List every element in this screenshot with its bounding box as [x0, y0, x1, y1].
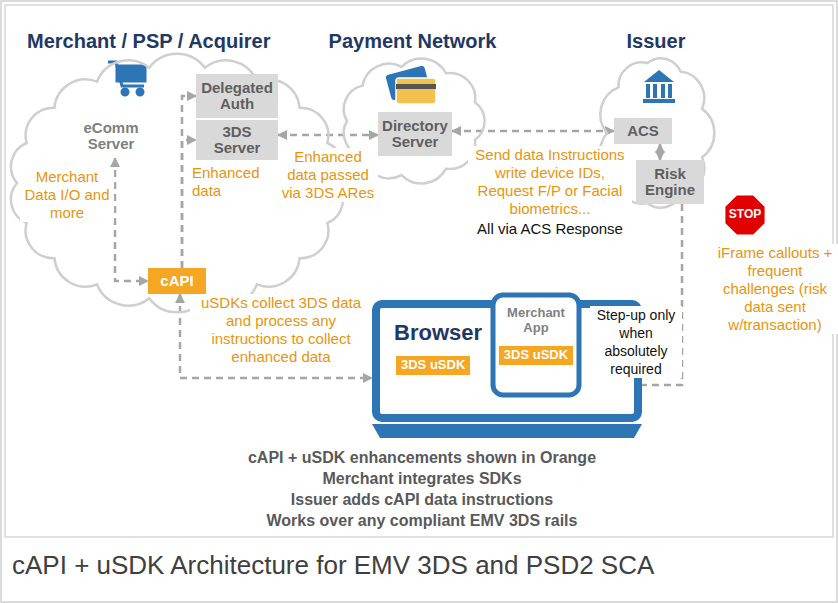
bank-column: [646, 84, 650, 98]
dashed-connector: [452, 130, 614, 133]
dashed-connector: [659, 144, 662, 160]
connector-label: Enhanced data passed via 3DS ARes: [278, 148, 378, 202]
dashed-connector: [115, 158, 148, 281]
bank-icon: [643, 70, 675, 103]
process-box: Risk Engine: [636, 160, 704, 204]
bank-column: [668, 84, 672, 98]
box-label: Risk Engine: [640, 166, 700, 199]
bank-column: [661, 84, 665, 98]
bank-column: [653, 84, 657, 98]
box-label: 3DS Server: [200, 124, 274, 157]
dashed-connector: [182, 140, 196, 268]
cart-icon: [108, 62, 145, 95]
stop-sign: STOP: [722, 192, 768, 238]
footnote: Issuer adds cAPI data instructions: [150, 490, 694, 510]
box-label: Delegated Auth: [200, 80, 274, 113]
group-heading: Merchant / PSP / Acquirer: [27, 30, 270, 53]
box-label: ACS: [627, 123, 659, 140]
box-label: Directory Server: [382, 118, 448, 151]
box-label: eComm Server: [79, 120, 143, 153]
cart-basket: [117, 66, 145, 81]
stop-octagon: [725, 195, 766, 236]
capi-box: cAPI: [148, 268, 206, 294]
device-label: STOP: [729, 208, 761, 222]
bank-base: [643, 99, 675, 103]
process-box: ACS: [614, 118, 672, 144]
laptop-base: [372, 424, 642, 438]
dashed-connector: [180, 294, 372, 378]
phone-device: Merchant App 3DS uSDK: [490, 292, 582, 398]
card: [396, 78, 436, 104]
box-label: cAPI: [160, 273, 193, 290]
connector-label: uSDKs collect 3DS data and process any i…: [190, 294, 372, 366]
device-label: Browser: [394, 320, 482, 345]
figure-frame: [5, 5, 833, 537]
connector-label: Send data Instructions write device IDs,…: [468, 146, 632, 218]
device-label: 3DS uSDK: [396, 356, 470, 375]
cart-handle: [108, 62, 144, 86]
note-text: All via ACS Response: [468, 220, 632, 238]
device-label: 3DS uSDK: [499, 346, 573, 365]
figure-caption: cAPI + uSDK Architecture for EMV 3DS and…: [12, 550, 654, 581]
bank-roof: [644, 70, 674, 82]
process-box: 3DS Server: [196, 120, 278, 160]
connector-label: Enhanced data: [190, 164, 272, 200]
connector-label: Step-up only when absolutely required: [590, 306, 682, 378]
card-stripe: [396, 84, 436, 89]
warning-note: iFrame callouts + frequent challenges (r…: [712, 244, 838, 334]
process-box: Directory Server: [378, 112, 452, 156]
phone-body: [493, 295, 579, 395]
group-heading: Payment Network: [329, 30, 497, 53]
cart-wheel: [122, 89, 128, 95]
footnote: Works over any compliant EMV 3DS rails: [150, 511, 694, 531]
footnote: cAPI + uSDK enhancements shown in Orange: [150, 448, 694, 468]
cards-icon: [385, 65, 436, 104]
cart-wheel: [137, 89, 143, 95]
server-box: eComm Server: [75, 114, 147, 158]
connector-label: Merchant Data I/O and more: [20, 168, 114, 222]
device-label: Merchant App: [501, 306, 571, 336]
group-heading: Issuer: [627, 30, 686, 53]
footnote: Merchant integrates SDKs: [150, 469, 694, 489]
process-box: Delegated Auth: [196, 74, 278, 118]
